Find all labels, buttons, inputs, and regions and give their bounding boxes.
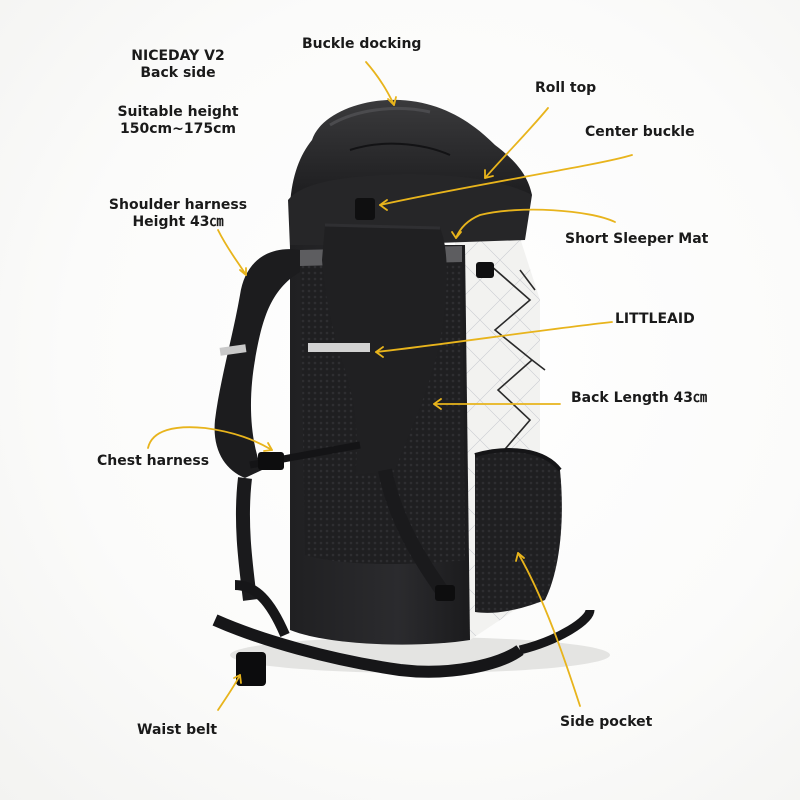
side-pocket [475,450,562,613]
label-back-length: Back Length 43㎝ [571,390,708,406]
lower-right-strap [378,468,451,600]
product-title: NICEDAY V2 Back side [108,48,248,82]
suitable-height-line2: 150cm~175cm [120,121,236,137]
left-shoulder-strap [214,249,300,478]
side-cord [489,264,546,456]
waist-belt [212,614,524,678]
label-chest-harness: Chest harness [97,453,210,469]
side-buckle [476,262,494,278]
shoulder-harness-line2: Height 43㎝ [132,214,224,230]
label-side-pocket: Side pocket [560,714,653,730]
label-littleaid: LITTLEAID [615,311,695,327]
label-buckle-docking: Buckle docking [302,36,422,52]
ground-shadow [230,637,610,673]
waist-buckle [236,652,266,686]
reflective-patch-right [308,343,370,352]
label-shoulder-harness: Shoulder harness Height 43㎝ [88,197,268,231]
label-roll-top: Roll top [535,80,597,96]
shoulder-harness-line1: Shoulder harness [108,197,248,213]
callout-arrows [147,61,633,711]
right-shoulder-strap [322,225,447,475]
product-title-line2: Back side [140,65,216,81]
center-buckle [355,198,375,220]
label-center-buckle: Center buckle [585,124,695,140]
chest-buckle [258,452,284,470]
reflective-patch [219,344,247,356]
suitable-height-note: Suitable height 150cm~175cm [98,104,258,138]
suitable-height-line1: Suitable height [117,104,239,120]
product-title-line1: NICEDAY V2 [131,48,225,64]
label-short-sleeper-mat: Short Sleeper Mat [565,231,709,247]
label-waist-belt: Waist belt [137,722,218,738]
